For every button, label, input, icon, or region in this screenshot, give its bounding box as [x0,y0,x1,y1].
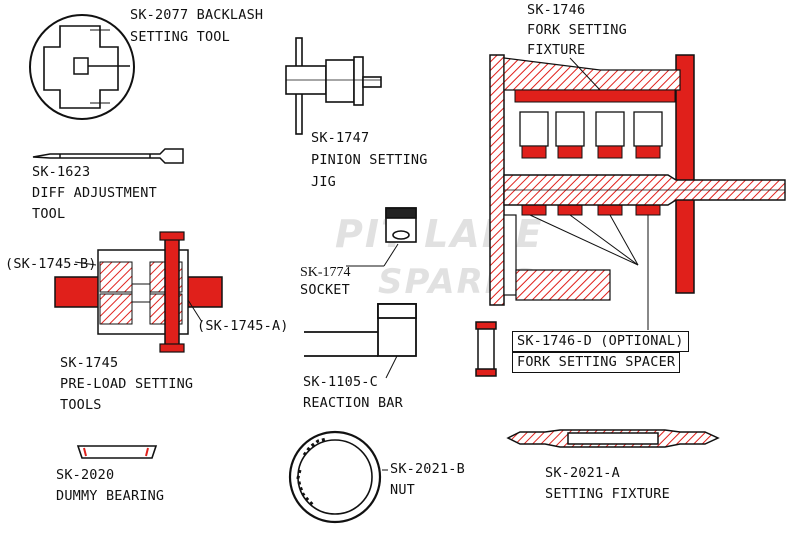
label-sk1747-line2: PINION SETTING [311,152,428,168]
label-sk1746d-line2: FORK SETTING SPACER [512,352,681,373]
diff-adjustment-tool-drawing [32,148,184,164]
label-sk1746-line3: FIXTURE [527,42,586,58]
label-sk2021b-line1: SK-2021-B [390,461,465,477]
label-sk2020-line1: SK-2020 [56,467,115,483]
label-sk1745-line1: SK-1745 [60,355,119,371]
label-sk1747-line3: JIG [311,174,336,190]
label-sk2020-line2: DUMMY BEARING [56,488,165,504]
fork-setting-fixture-drawing [489,54,786,330]
label-sk2021a-line2: SETTING FIXTURE [545,486,670,502]
reaction-bar-drawing [304,303,417,379]
label-sk1745a: (SK-1745-A) [197,318,289,334]
label-sk1623-line2: DIFF ADJUSTMENT [32,185,157,201]
label-sk1105c-line2: REACTION BAR [303,395,403,411]
label-sk1623-line3: TOOL [32,206,66,222]
label-sk1746-line1: SK-1746 [527,2,586,18]
setting-fixture-drawing [506,429,720,448]
label-sk2077-line2: SETTING TOOL [130,29,230,45]
label-sk2021a-line1: SK-2021-A [545,465,620,481]
label-sk1745b: (SK-1745-B) [5,256,97,272]
fork-setting-spacer-drawing [475,321,497,377]
label-sk1745-line3: TOOLS [60,397,102,413]
pre-load-setting-tools-drawing [54,231,223,353]
label-sk1746-line2: FORK SETTING [527,22,627,38]
label-sk2021b-line2: NUT [390,482,415,498]
socket-drawing [346,207,417,267]
label-sk1747-line1: SK-1747 [311,130,370,146]
label-sk1623-line1: SK-1623 [32,164,91,180]
pinion-setting-jig-drawing [285,37,382,135]
label-sk2077-line1: SK-2077 BACKLASH [130,7,264,23]
label-sk1774-line2: SOCKET [300,282,350,298]
dummy-bearing-drawing [76,445,158,459]
label-sk1774-line1: SK-1774 [300,265,351,280]
label-sk1746d-line1: SK-1746-D (OPTIONAL) [512,331,689,352]
label-sk1745-line2: PRE-LOAD SETTING [60,376,194,392]
nut-drawing [288,430,388,524]
backlash-setting-tool-drawing [29,14,135,120]
label-sk1105c-line1: SK-1105-C [303,374,378,390]
